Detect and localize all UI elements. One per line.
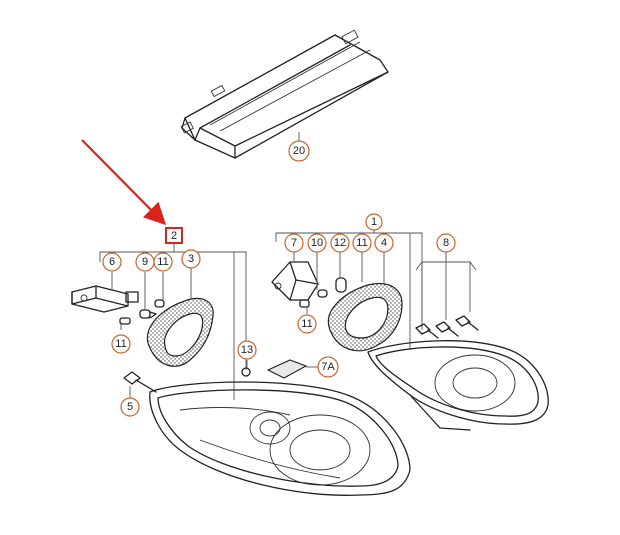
- svg-text:5: 5: [127, 401, 133, 413]
- svg-text:20: 20: [293, 145, 305, 157]
- svg-text:11: 11: [301, 318, 312, 330]
- svg-text:9: 9: [142, 256, 148, 268]
- callout-1[interactable]: 1: [365, 213, 383, 231]
- svg-text:11: 11: [157, 256, 168, 268]
- label-7a-part: [266, 359, 318, 379]
- svg-text:12: 12: [334, 237, 346, 249]
- callout-13[interactable]: 13: [237, 340, 257, 360]
- svg-text:6: 6: [109, 256, 115, 268]
- screw-part: [123, 371, 157, 398]
- callout-6[interactable]: 6: [102, 252, 122, 272]
- callout-9[interactable]: 9: [135, 252, 155, 272]
- svg-text:10: 10: [311, 237, 323, 249]
- callout-12[interactable]: 12: [330, 233, 350, 253]
- third-brake-light-part: [180, 29, 389, 159]
- right-tail-lamp-part: [367, 340, 549, 431]
- svg-text:3: 3: [188, 253, 194, 265]
- svg-text:7: 7: [291, 237, 297, 249]
- callout-2[interactable]: 2: [165, 227, 183, 244]
- svg-text:13: 13: [241, 344, 253, 356]
- callout-3[interactable]: 3: [181, 249, 201, 269]
- left-bulb-holder-part: [71, 272, 139, 313]
- svg-text:8: 8: [443, 237, 449, 249]
- svg-text:2: 2: [171, 230, 177, 242]
- left-gasket-part: [146, 297, 214, 367]
- callout-8[interactable]: 8: [436, 233, 456, 253]
- callout-5[interactable]: 5: [120, 397, 140, 417]
- left-bulbs-part: [119, 272, 165, 330]
- callout-20[interactable]: 20: [288, 140, 310, 162]
- callout-11-lower-right[interactable]: 11: [297, 314, 317, 334]
- right-bulbs-part: [299, 251, 363, 314]
- left-tail-lamp-part: [149, 381, 411, 496]
- right-gasket-part: [327, 283, 403, 352]
- callout-7a[interactable]: 7A: [317, 356, 339, 378]
- bolts-part: [415, 315, 479, 339]
- callout-11-right[interactable]: 11: [352, 233, 372, 253]
- svg-text:11: 11: [356, 237, 367, 249]
- callout-11-lower-left[interactable]: 11: [111, 334, 131, 354]
- svg-text:7A: 7A: [321, 361, 335, 373]
- right-bulb-holder-part: [271, 251, 319, 301]
- callout-10[interactable]: 10: [307, 233, 327, 253]
- callout-11-left[interactable]: 11: [153, 252, 173, 272]
- callout-7[interactable]: 7: [284, 233, 304, 253]
- pointer-arrow: [81, 139, 167, 226]
- svg-text:11: 11: [115, 338, 126, 350]
- svg-text:1: 1: [371, 216, 377, 228]
- callout-4[interactable]: 4: [374, 233, 394, 253]
- svg-text:4: 4: [381, 237, 387, 249]
- nut-part: [241, 367, 251, 377]
